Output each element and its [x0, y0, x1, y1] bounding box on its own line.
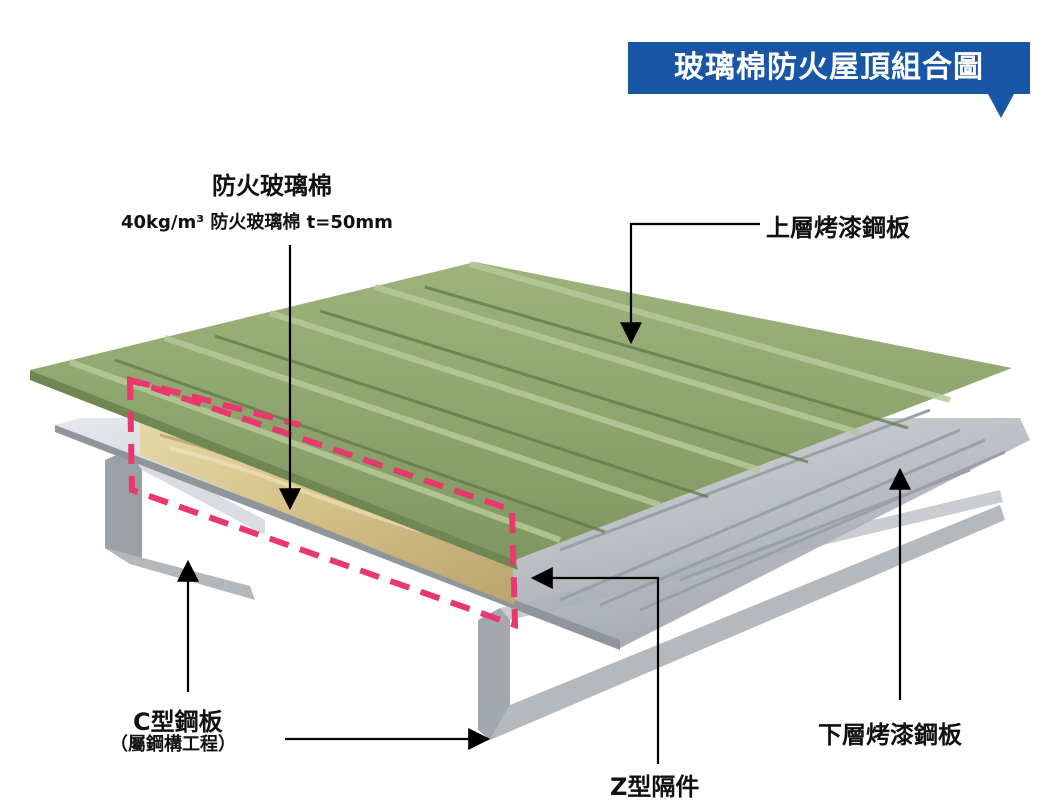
upper-sheet-label: 上層烤漆鋼板: [766, 214, 910, 242]
glass-wool-spec-label: 40kg/m³ 防火玻璃棉 t=50mm: [121, 212, 393, 233]
title-pointer-icon: [988, 94, 1014, 118]
lower-sheet-label: 下層烤漆鋼板: [818, 721, 962, 749]
c-steel-note-label: （屬鋼構工程）: [110, 734, 236, 755]
fireproof-outline: [126, 375, 519, 630]
upper-green-sheet: [30, 261, 1012, 570]
z-spacer-label: Z型隔件: [610, 773, 700, 801]
leader-lines: [177, 222, 911, 764]
diagram-title: 玻璃棉防火屋頂組合圖: [628, 42, 1030, 94]
z-spacer-leader: [530, 567, 660, 764]
upper-sheet-leader: [620, 222, 760, 345]
c-steel-label: C型鋼板: [133, 708, 223, 736]
glass-wool-title-label: 防火玻璃棉: [212, 172, 332, 200]
